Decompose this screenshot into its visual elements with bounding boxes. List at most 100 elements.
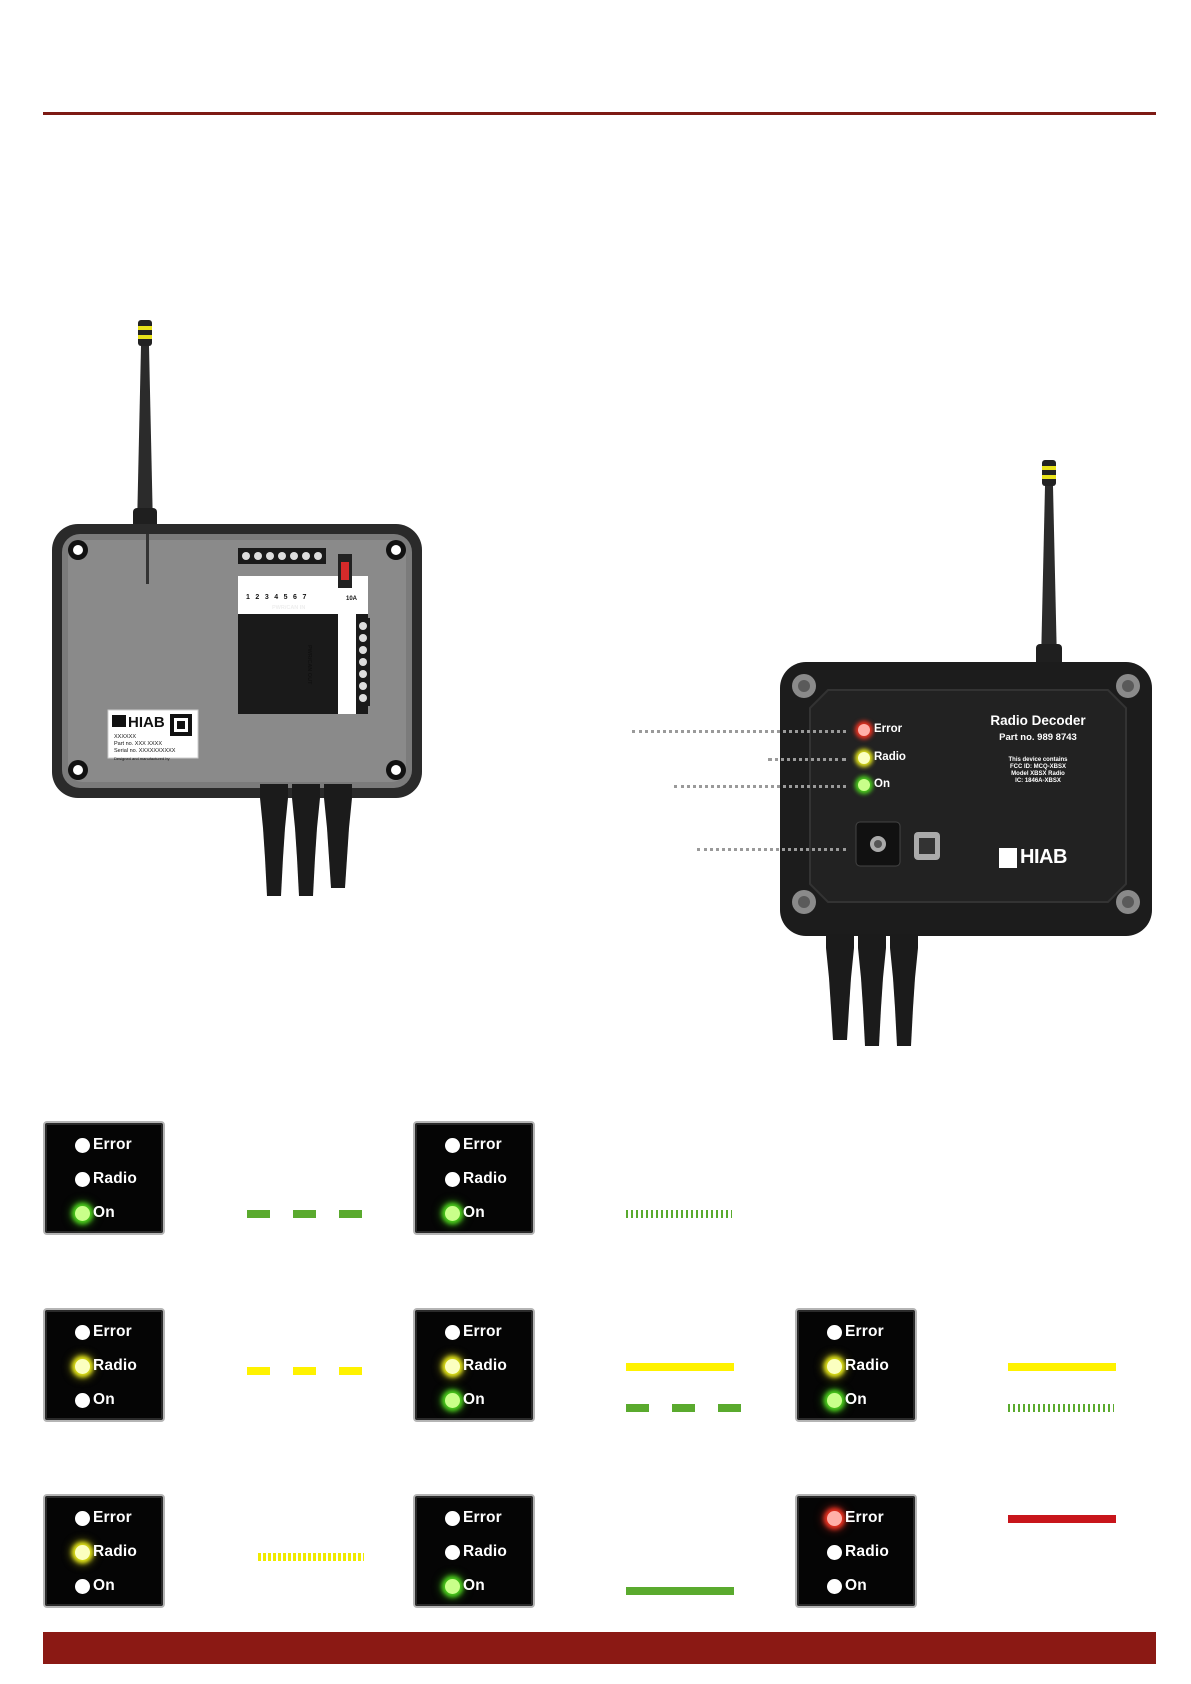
- led-error-indicator: [827, 1324, 842, 1340]
- leader-on: [674, 785, 846, 788]
- led-error-indicator: [445, 1324, 460, 1340]
- led-row-on: On: [445, 1390, 485, 1410]
- pattern-solid-on: [626, 1363, 734, 1371]
- dash-segment: [339, 1367, 362, 1375]
- led-row-on: On: [827, 1576, 867, 1596]
- front-radio-led: [858, 752, 870, 764]
- led-radio-indicator: [827, 1358, 842, 1374]
- led-row-on: On: [827, 1390, 867, 1410]
- led-radio-indicator: [445, 1171, 460, 1187]
- led-on-indicator: [75, 1205, 90, 1221]
- led-row-error: Error: [827, 1322, 884, 1342]
- led-row-radio: Radio: [445, 1356, 507, 1376]
- led-on-indicator: [445, 1205, 460, 1221]
- dash-segment: [718, 1404, 741, 1412]
- pattern-solid-on: [1008, 1515, 1116, 1523]
- blink-pattern-dashes: [626, 1404, 741, 1412]
- led-error-label: Error: [93, 1509, 132, 1526]
- led-row-on: On: [75, 1390, 115, 1410]
- blink-pattern-dashes: [247, 1210, 362, 1218]
- led-on-indicator: [75, 1392, 90, 1408]
- led-radio-label: Radio: [463, 1170, 508, 1187]
- terminal-number: 2: [255, 594, 260, 601]
- led-radio-label: Radio: [93, 1543, 138, 1560]
- cert-line: Model XBSX Radio: [1011, 771, 1065, 777]
- led-radio-indicator: [75, 1544, 90, 1560]
- front-device-title: Radio Decoder: [990, 713, 1086, 728]
- led-radio-indicator: [445, 1544, 460, 1560]
- cert-line: IC: 1846A-XBSX: [1015, 778, 1061, 784]
- device-front-illustration: [780, 460, 1152, 1046]
- pattern-solid-on: [1008, 1363, 1116, 1371]
- blink-pattern-fast: [258, 1553, 364, 1561]
- led-row-radio: Radio: [445, 1169, 507, 1189]
- led-radio-label: Radio: [463, 1357, 508, 1374]
- led-error-indicator: [75, 1510, 90, 1526]
- dash-segment: [293, 1210, 316, 1218]
- terminal-in-label: PWR/CAN IN: [272, 605, 306, 611]
- led-on-label: On: [845, 1577, 867, 1594]
- led-row-error: Error: [445, 1322, 502, 1342]
- led-radio-indicator: [827, 1544, 842, 1560]
- front-on-label: On: [874, 778, 890, 790]
- terminal-out-label: PWR/CAN OUT: [306, 645, 312, 685]
- led-error-label: Error: [93, 1323, 132, 1340]
- pattern-solid-on: [626, 1587, 734, 1595]
- front-radio-label: Radio: [874, 751, 906, 763]
- led-row-radio: Radio: [445, 1542, 507, 1562]
- led-on-indicator: [75, 1578, 90, 1594]
- terminal-number: 1: [246, 594, 250, 601]
- led-error-label: Error: [463, 1323, 502, 1340]
- front-on-led: [858, 779, 870, 791]
- led-error-indicator: [75, 1137, 90, 1153]
- front-device-part-no: Part no. 989 8743: [999, 732, 1077, 743]
- led-error-indicator: [445, 1510, 460, 1526]
- dash-segment: [293, 1367, 316, 1375]
- device-open-illustration: [52, 320, 422, 896]
- led-on-indicator: [827, 1578, 842, 1594]
- dash-segment: [247, 1210, 270, 1218]
- led-radio-label: Radio: [845, 1543, 890, 1560]
- led-on-label: On: [93, 1204, 115, 1221]
- header-rule: [43, 112, 1156, 115]
- terminal-number: 5: [283, 594, 288, 601]
- dash-segment: [672, 1404, 695, 1412]
- led-radio-label: Radio: [93, 1170, 138, 1187]
- blink-pattern-fast: [626, 1210, 732, 1218]
- led-row-radio: Radio: [75, 1356, 137, 1376]
- footer-bar: [43, 1632, 1156, 1664]
- led-on-indicator: [827, 1392, 842, 1408]
- dash-segment: [339, 1210, 362, 1218]
- led-row-error: Error: [75, 1135, 132, 1155]
- led-row-on: On: [445, 1576, 485, 1596]
- terminal-number: 6: [293, 594, 297, 601]
- led-row-radio: Radio: [75, 1169, 137, 1189]
- led-on-indicator: [445, 1578, 460, 1594]
- led-radio-indicator: [445, 1358, 460, 1374]
- blink-pattern-dashes: [247, 1367, 362, 1375]
- led-row-on: On: [445, 1203, 485, 1223]
- led-error-indicator: [827, 1510, 842, 1526]
- led-radio-label: Radio: [463, 1543, 508, 1560]
- led-error-label: Error: [463, 1509, 502, 1526]
- led-radio-label: Radio: [845, 1357, 890, 1374]
- led-on-label: On: [93, 1577, 115, 1594]
- led-error-label: Error: [463, 1136, 502, 1153]
- led-row-error: Error: [445, 1508, 502, 1528]
- open-device-label-line-3: Serial no. XXXXXXXXXX: [114, 748, 176, 754]
- open-device-label-line-2: Part no. XXX XXXX: [114, 741, 162, 747]
- led-row-on: On: [75, 1203, 115, 1223]
- terminal-number: 7: [302, 594, 307, 601]
- led-error-indicator: [445, 1137, 460, 1153]
- led-row-error: Error: [75, 1322, 132, 1342]
- led-row-error: Error: [827, 1508, 884, 1528]
- open-device-label-line-1: XXXXXX: [114, 734, 137, 740]
- open-device-brand: HIAB: [128, 714, 165, 731]
